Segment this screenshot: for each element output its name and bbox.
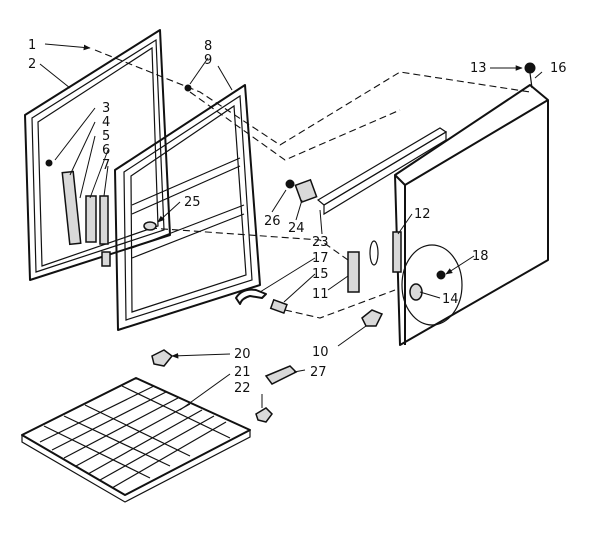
callout-22: 22 [234,381,251,396]
callout-17: 17 [312,251,329,266]
callout-5: 5 [102,129,110,144]
callout-1: 1 [28,38,36,53]
leader-lines [39,43,543,411]
callout-21: 21 [234,365,251,380]
inner-door-panel [114,84,261,331]
door-gasket [24,29,171,281]
callout-8: 8 [204,39,212,54]
callout-26: 26 [264,214,281,229]
callout-14: 14 [442,292,459,307]
cabinet-door [394,62,549,346]
callout-11: 11 [312,287,329,302]
callout-15: 15 [312,267,329,282]
callout-20: 20 [234,347,251,362]
callout-23: 23 [312,235,329,250]
callout-4: 4 [102,115,110,130]
callout-18: 18 [472,249,489,264]
callout-10: 10 [312,345,329,360]
callout-9: 9 [204,53,212,68]
wire-rack [21,377,251,503]
callout-13: 13 [470,61,487,76]
callout-6: 6 [102,143,110,158]
callout-7: 7 [102,158,110,173]
callout-12: 12 [414,207,431,222]
callout-27: 27 [310,365,327,380]
callout-25: 25 [184,195,201,210]
callout-16: 16 [550,61,567,76]
door-rail [316,127,448,216]
hardware [151,178,463,423]
callout-3: 3 [102,101,110,116]
callout-24: 24 [288,221,305,236]
hinge-parts [45,159,111,267]
callout-labels: 1 2 3 4 5 6 7 8 9 10 11 12 13 14 15 16 1… [28,38,567,396]
callout-2: 2 [28,57,36,72]
